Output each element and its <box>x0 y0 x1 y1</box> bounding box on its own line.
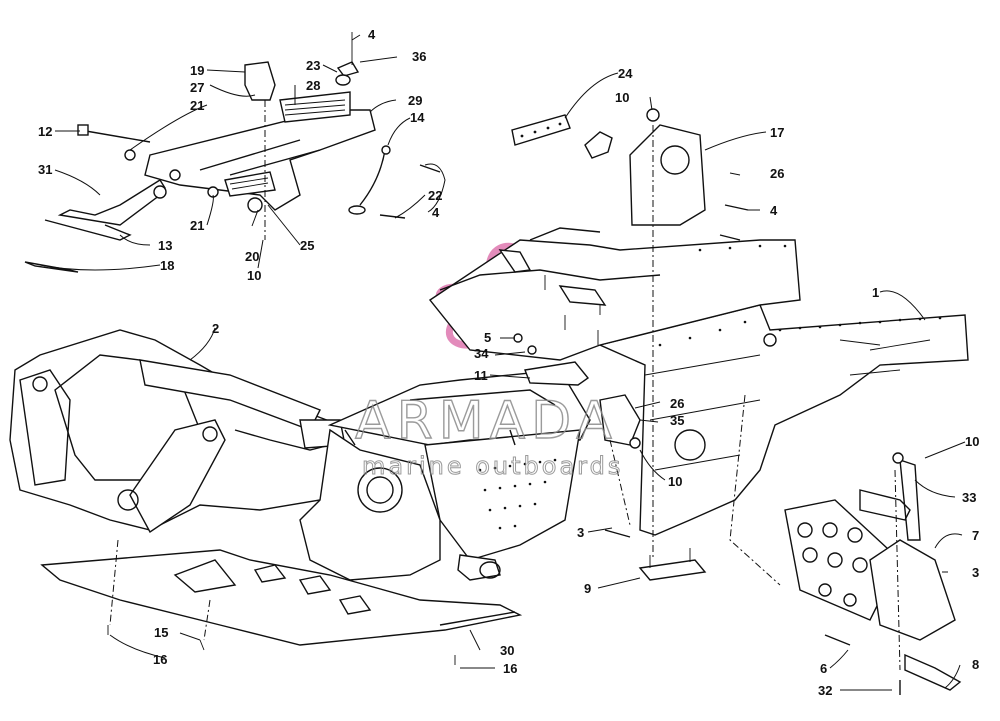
callout-part-35: 35 <box>670 413 684 428</box>
callout-part-23: 23 <box>306 58 320 73</box>
callout-part-21: 21 <box>190 218 204 233</box>
callout-part-16: 16 <box>503 661 517 676</box>
callout-part-26: 26 <box>670 396 684 411</box>
callout-part-28: 28 <box>306 78 320 93</box>
watermark-tagline: marine outboards <box>362 452 623 480</box>
callout-part-13: 13 <box>158 238 172 253</box>
tunnel-assembly <box>428 227 969 536</box>
callout-part-22: 22 <box>428 188 442 203</box>
callout-part-27: 27 <box>190 80 204 95</box>
callout-part-12: 12 <box>38 124 52 139</box>
callout-part-10: 10 <box>965 434 979 449</box>
callout-part-4: 4 <box>770 203 778 218</box>
callout-part-2: 2 <box>212 321 219 336</box>
callout-part-29: 29 <box>408 93 422 108</box>
callout-part-30: 30 <box>500 643 514 658</box>
front-frame <box>9 329 346 534</box>
callout-part-33: 33 <box>962 490 976 505</box>
leader-lines <box>39 34 966 691</box>
callout-part-14: 14 <box>410 110 425 125</box>
callout-part-6: 6 <box>820 661 827 676</box>
callout-part-16: 16 <box>153 652 167 667</box>
misc-parts <box>107 333 901 695</box>
callout-part-19: 19 <box>190 63 204 78</box>
callout-part-9: 9 <box>584 581 591 596</box>
callout-part-7: 7 <box>972 528 979 543</box>
callout-part-5: 5 <box>484 330 491 345</box>
watermark-brand: ARMADA <box>355 391 618 451</box>
callout-part-10: 10 <box>615 90 629 105</box>
callout-part-20: 20 <box>245 249 259 264</box>
callout-part-31: 31 <box>38 162 52 177</box>
belly-pan <box>40 549 523 646</box>
engine-bay <box>299 369 591 581</box>
callout-part-4: 4 <box>368 27 376 42</box>
front-bracket <box>784 452 962 691</box>
callout-part-21: 21 <box>190 98 204 113</box>
steering-support <box>24 32 441 273</box>
upper-brackets <box>511 108 749 241</box>
callout-part-32: 32 <box>818 683 832 698</box>
callout-part-1: 1 <box>872 285 879 300</box>
callout-part-36: 36 <box>412 49 426 64</box>
callout-part-8: 8 <box>972 657 979 672</box>
callout-part-10: 10 <box>668 474 682 489</box>
callout-part-4: 4 <box>432 205 440 220</box>
callout-part-26: 26 <box>770 166 784 181</box>
callout-part-24: 24 <box>618 66 633 81</box>
callout-part-15: 15 <box>154 625 168 640</box>
assembly-centerlines <box>109 100 901 671</box>
callout-part-3: 3 <box>972 565 979 580</box>
callout-part-18: 18 <box>160 258 174 273</box>
callout-part-10: 10 <box>247 268 261 283</box>
callout-part-25: 25 <box>300 238 314 253</box>
callout-part-11: 11 <box>474 368 488 383</box>
callout-part-3: 3 <box>577 525 584 540</box>
callout-labels: 1 2 3 3 4 4 4 5 6 7 8 9 10 10 10 10 11 1… <box>38 27 979 698</box>
callout-part-17: 17 <box>770 125 784 140</box>
callout-part-34: 34 <box>474 346 489 361</box>
